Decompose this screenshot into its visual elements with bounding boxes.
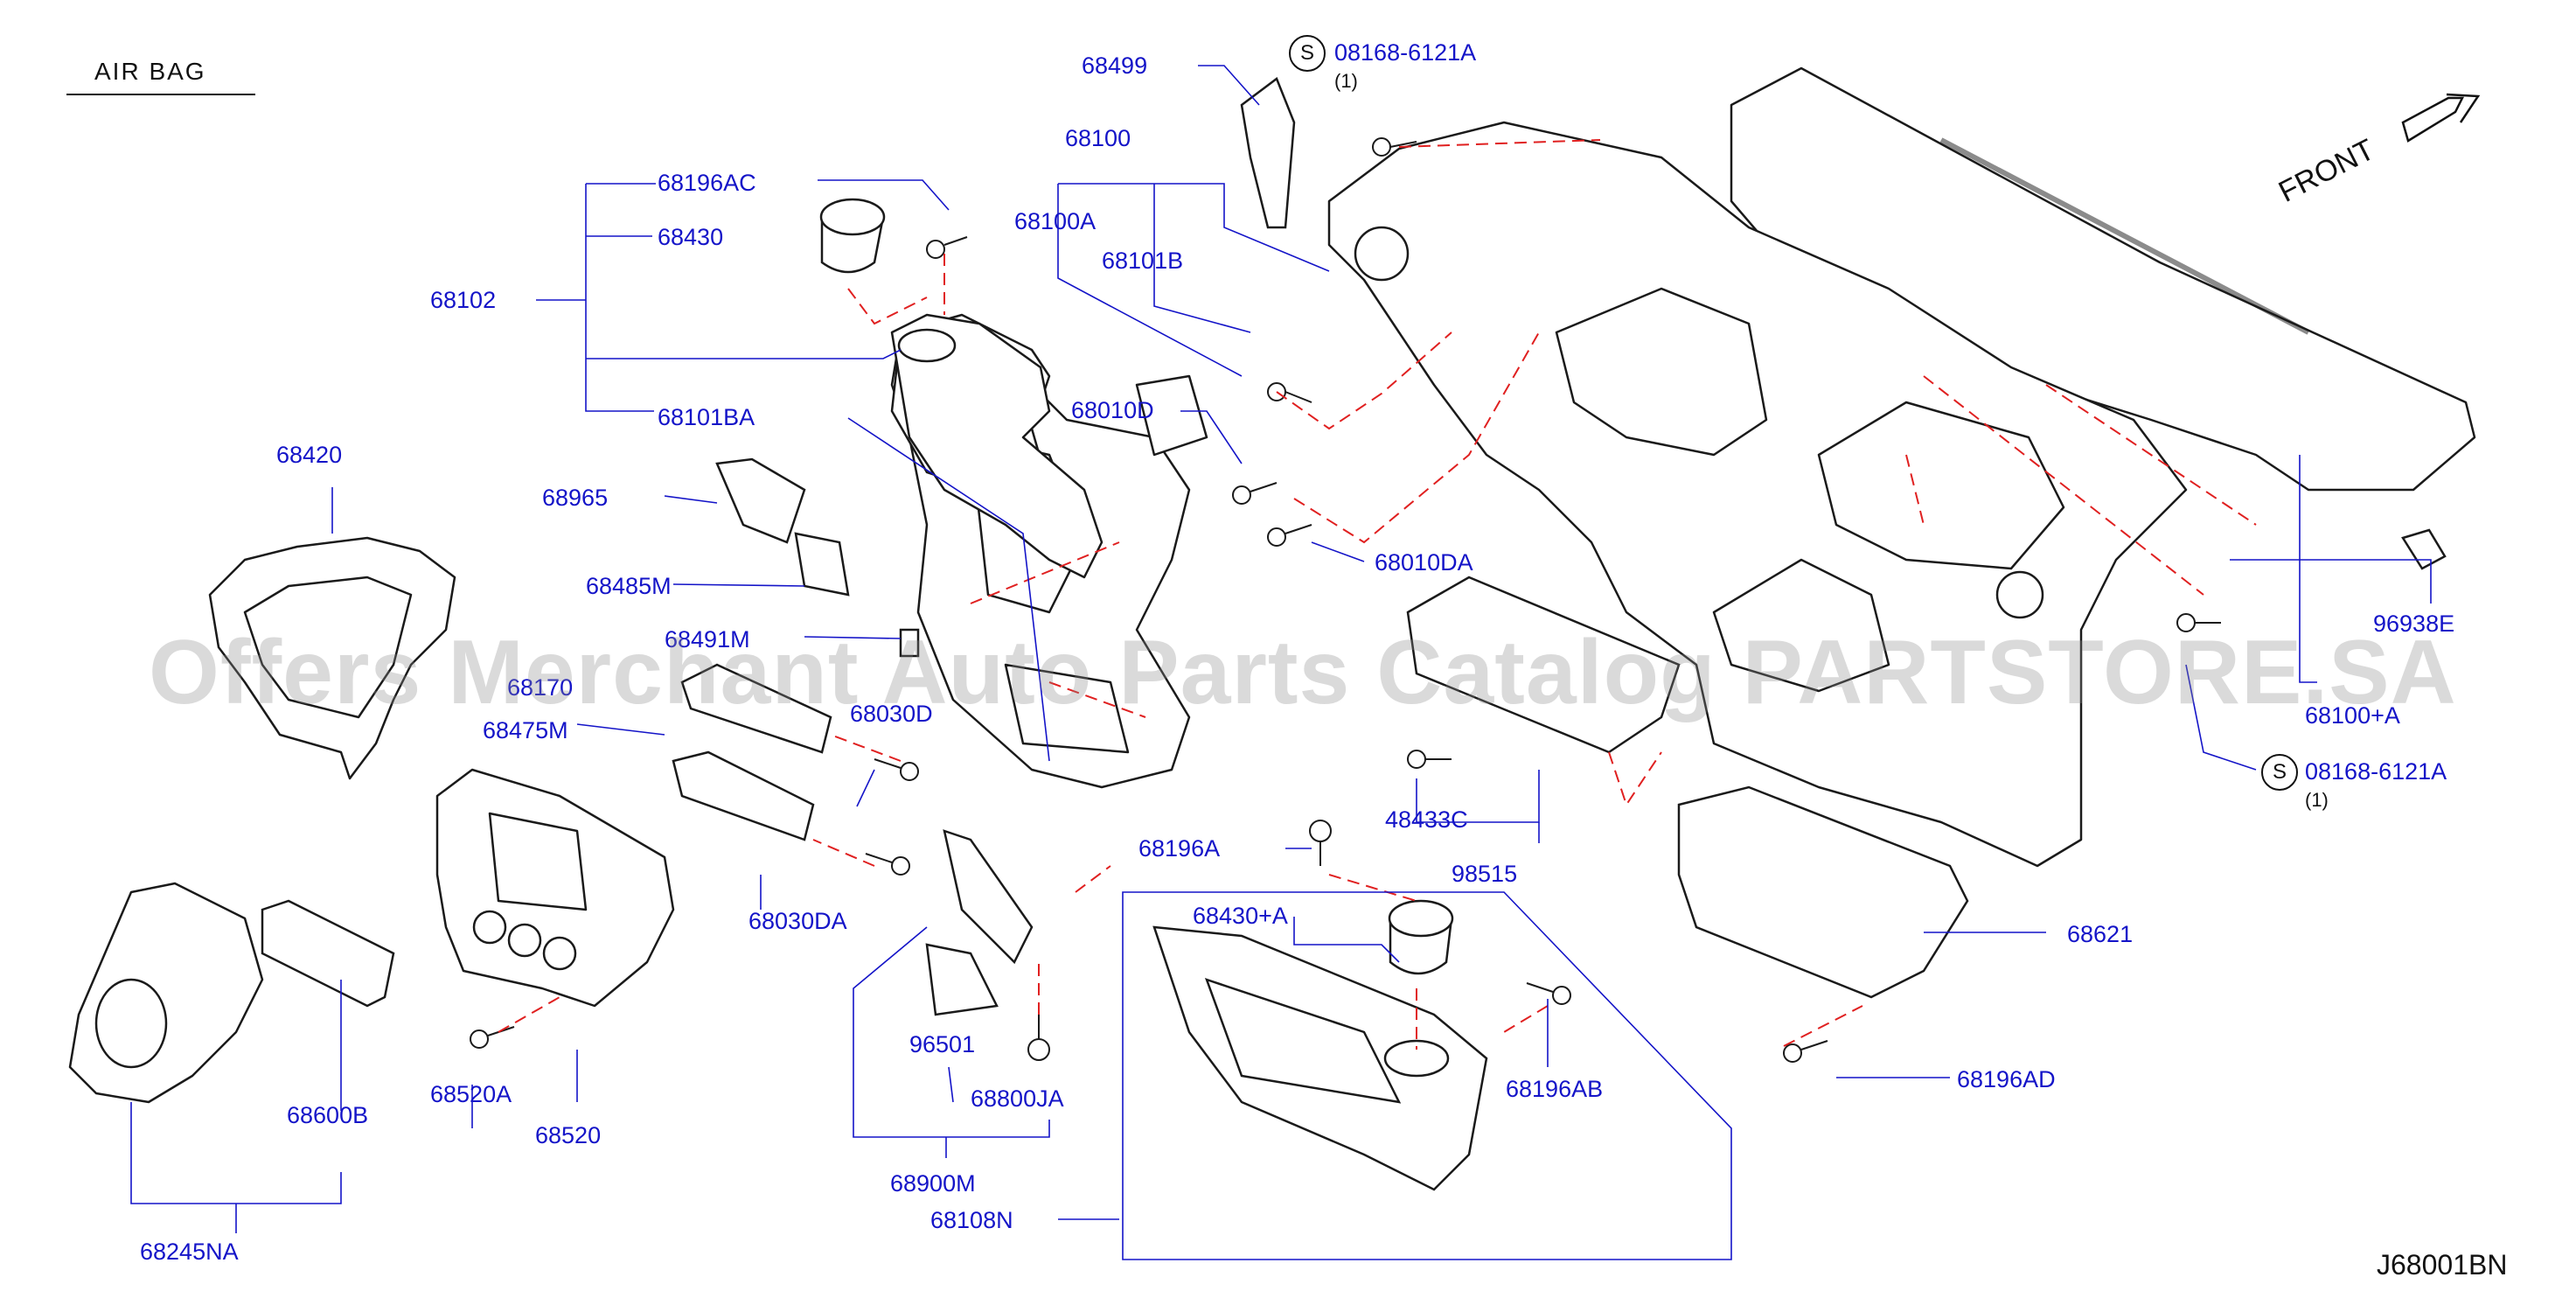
part-label-standard-2[interactable]: 08168-6121A: [2305, 758, 2447, 785]
qty-standard-1: (1): [1334, 70, 1358, 92]
cluster-lid-68420-drawing: [208, 536, 456, 780]
part-label[interactable]: 68030DA: [748, 908, 847, 934]
pocket-68475M-drawing: [672, 750, 815, 841]
part-label[interactable]: 68170: [507, 674, 574, 701]
diagram-code: J68001BN: [2377, 1249, 2508, 1281]
cup-holder-68430A-drawing: [1388, 899, 1454, 975]
part-68491M-drawing: [899, 628, 920, 658]
part-label[interactable]: 68100: [1065, 125, 1131, 151]
part-label[interactable]: 68475M: [483, 717, 568, 743]
switch-68600B-drawing: [261, 899, 395, 1008]
part-label[interactable]: 68430: [658, 224, 724, 250]
part-label[interactable]: 68485M: [586, 573, 672, 599]
part-label[interactable]: 68420: [276, 442, 343, 468]
dashed-relation-lines: [498, 139, 2257, 1050]
part-label[interactable]: 68621: [2067, 921, 2134, 947]
part-label[interactable]: 68030D: [850, 701, 933, 727]
part-label[interactable]: 68196A: [1138, 835, 1221, 862]
part-label[interactable]: 68100A: [1014, 208, 1097, 234]
part-label[interactable]: 68600B: [287, 1102, 369, 1128]
section-title: AIR BAG: [94, 58, 206, 85]
console-68245NA-drawing: [68, 882, 264, 1104]
part-label[interactable]: 68900M: [890, 1170, 976, 1197]
part-label[interactable]: 68102: [430, 287, 497, 313]
trim-68102-drawing: [890, 313, 1104, 579]
bracket-68499-drawing: [1240, 77, 1296, 229]
part-68485M-drawing: [794, 532, 850, 597]
standard-part-badge: S: [2261, 754, 2298, 791]
part-label[interactable]: 68196AD: [1957, 1066, 2056, 1092]
clip-96938E-drawing: [2401, 528, 2447, 570]
part-label[interactable]: 68101B: [1102, 248, 1184, 274]
cup-holder-68430-drawing: [819, 198, 886, 274]
part-label[interactable]: 68499: [1082, 52, 1148, 79]
bracket-68900M-drawing: [943, 829, 1034, 965]
part-68965-drawing: [715, 457, 806, 544]
instrument-panel-drawing: [890, 66, 2476, 868]
part-label[interactable]: 68520A: [430, 1081, 512, 1107]
part-label[interactable]: 68108N: [930, 1207, 1013, 1233]
part-label[interactable]: 68491M: [665, 626, 750, 652]
part-label[interactable]: 96501: [909, 1031, 976, 1057]
part-label[interactable]: 68245NA: [140, 1239, 239, 1265]
part-96501-drawing: [925, 943, 999, 1016]
qty-standard-2: (1): [2305, 789, 2329, 811]
front-arrow-icon: [2401, 93, 2481, 143]
leader-lines: [130, 65, 2432, 1260]
finisher-68520-drawing: [435, 768, 675, 1008]
part-label[interactable]: 98515: [1452, 861, 1518, 887]
pocket-68170-drawing: [680, 663, 832, 754]
airbag-98515-drawing: [1406, 576, 1681, 754]
finisher-68108N-drawing: [1152, 925, 1488, 1191]
part-label[interactable]: 68196AC: [658, 170, 756, 196]
part-label[interactable]: 68800JA: [971, 1085, 1064, 1112]
part-label[interactable]: 68965: [542, 485, 609, 511]
screw-icons: [470, 137, 2221, 1063]
part-label[interactable]: 68010D: [1071, 397, 1154, 423]
part-label-standard-1[interactable]: 08168-6121A: [1334, 39, 1477, 66]
part-label[interactable]: 68100+A: [2305, 702, 2400, 729]
part-label[interactable]: 68196AB: [1506, 1076, 1604, 1102]
part-label[interactable]: 68101BA: [658, 404, 755, 430]
standard-part-badge: S: [1289, 35, 1326, 72]
glovebox-68621-drawing: [1677, 785, 1969, 999]
part-label[interactable]: 68430+A: [1193, 903, 1288, 929]
part-label[interactable]: 68010DA: [1375, 549, 1473, 576]
part-label[interactable]: 68520: [535, 1122, 602, 1148]
part-label[interactable]: 96938E: [2373, 611, 2455, 637]
part-label[interactable]: 48433C: [1385, 806, 1468, 833]
